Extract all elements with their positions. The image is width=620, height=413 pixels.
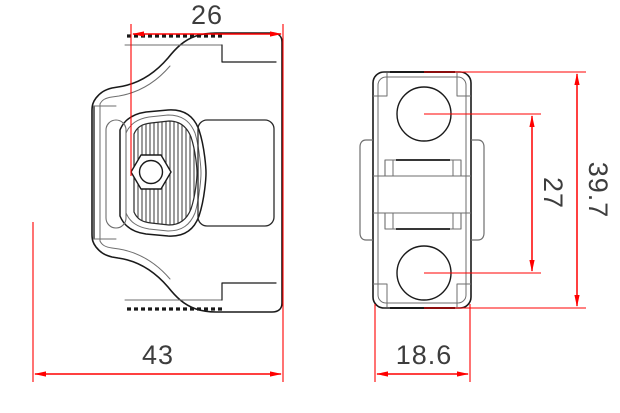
thumb-pad-bezel [119,109,207,237]
dimension-43: 43 [32,190,284,382]
dim-26-text: 26 [191,0,223,30]
bottom-tab-step [221,282,277,301]
corner-notch-bottom-right [456,283,471,307]
dim-18-6-text: 18.6 [396,340,453,370]
left-side-tab [359,139,373,241]
right-rounded-panel [197,119,275,227]
dimension-39-7: 39.7 [424,71,613,309]
ribbed-pad-border [133,120,198,226]
dimension-26: 26 [130,0,284,190]
corner-notch-top-right [456,73,471,97]
dimension-27: 27 [424,113,568,274]
right-side-tab [471,139,485,241]
left-web-inner-line [99,65,171,105]
dim-43-text: 43 [142,340,174,370]
center-hole [138,159,164,185]
lower-bar [384,212,462,230]
dim-39-7-text: 39.7 [583,162,613,219]
corner-notch-bottom-left [373,283,388,307]
corner-notch-top-left [373,73,388,97]
front-body-inner-line [377,76,467,304]
top-tab-step [221,44,277,63]
dim-27-text: 27 [538,177,568,209]
left-rounded-slot [105,119,127,229]
dimension-18-6: 18.6 [374,304,471,382]
thumb-pad-inner-bezel [125,114,202,232]
view-side [91,32,283,313]
dimension-layer: 26 43 27 39.7 18.6 [32,0,613,382]
left-web-inner-line-lower [99,240,171,280]
view-front [359,71,485,309]
outer-contour [91,32,283,313]
